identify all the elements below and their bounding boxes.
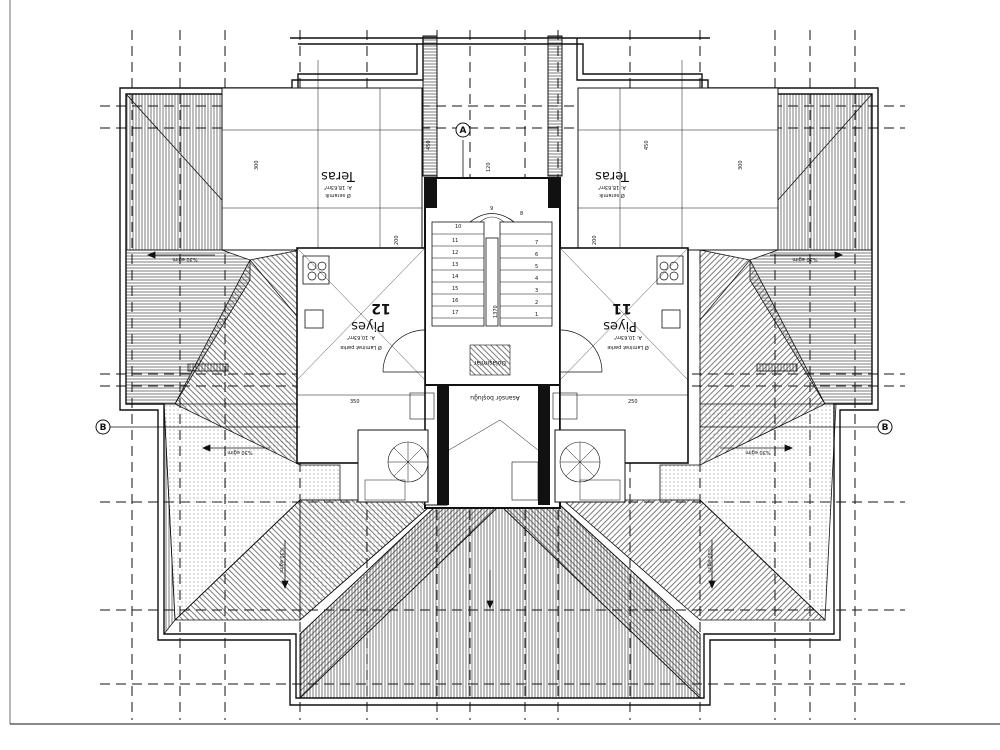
terrace-left-labels: Teras A: 18,63m² Ø seramik	[321, 168, 356, 199]
dim-door-left: 200	[394, 235, 400, 245]
flat-left-area: A: 10,63m²	[347, 334, 375, 340]
central-core	[424, 177, 561, 509]
slope-lower-left: %30 eğim	[227, 449, 252, 456]
flat-right	[552, 247, 798, 503]
step-13: 13	[452, 262, 458, 268]
dim-flat-right: 250	[628, 399, 638, 405]
axis-marker-right: B	[877, 419, 893, 435]
step-1: 1	[535, 312, 538, 318]
dim-wall-right: 450	[644, 140, 650, 150]
vertical-walls	[422, 35, 563, 177]
drawing-frame	[9, 0, 1000, 725]
axis-marker-left: B	[95, 419, 111, 435]
slope-lower-right: %30 eğim	[745, 449, 770, 456]
dimension-labels: 300 300 450 450 350 250 120 200 200 1370	[254, 140, 744, 405]
flat-right-labels: Piyes 11 A: 10,63m² Ø Laminat parke	[603, 300, 649, 351]
step-6: 6	[535, 252, 538, 258]
flat-right-area: A: 10,63m²	[614, 334, 642, 340]
dim-door-right: 200	[592, 235, 598, 245]
roof-slopes	[125, 93, 873, 699]
dim-wall-left: 450	[426, 140, 432, 150]
core-labels: Dolaşımlar Asansör boşluğu	[470, 359, 520, 401]
section-lines	[110, 140, 880, 428]
axis-marker-top: A	[455, 122, 471, 138]
terrace-right-floor: Ø seramik	[599, 192, 625, 199]
core-bottom-name: Asansör boşluğu	[470, 394, 520, 401]
step-14: 14	[452, 274, 458, 280]
core-top-name: Dolaşımlar	[473, 359, 506, 366]
terrace-left-name: Teras	[321, 168, 356, 183]
step-4: 4	[535, 276, 538, 282]
slope-right: %30 eğim	[792, 256, 817, 263]
step-5: 5	[535, 264, 538, 270]
step-7: 7	[535, 240, 538, 246]
flat-right-number: 11	[612, 300, 631, 316]
flat-left-floor: Ø Laminat parke	[340, 344, 382, 351]
slope-lower-mid-left: %30 eğim	[278, 547, 285, 572]
step-9: 9	[490, 206, 493, 212]
dim-core-top: 120	[486, 162, 492, 172]
step-10: 10	[455, 224, 461, 230]
stair-step-numbers: 1 2 3 4 5 6 7 8 9 10 11 12 13 14 15 16 1…	[452, 206, 538, 318]
roof-slope-labels: %30 eğim %30 eğim %30 eğim %30 eğim %30 …	[172, 256, 817, 573]
flat-left	[187, 247, 435, 503]
roof-slope-arrows	[146, 251, 844, 610]
slope-lower-mid-right: %30 eğim	[706, 547, 713, 572]
step-17: 17	[452, 310, 458, 316]
axis-label-right: B	[882, 423, 889, 433]
dim-terrace-right: 300	[738, 160, 744, 170]
flat-left-labels: Piyes 12 A: 10,63m² Ø Laminat parke	[340, 300, 391, 351]
dim-terrace-left: 300	[254, 160, 260, 170]
step-12: 12	[452, 250, 458, 256]
terrace-right	[577, 60, 779, 251]
flat-right-name: Piyes	[603, 318, 637, 333]
dim-flat-left: 350	[350, 399, 360, 405]
terrace-right-labels: Teras A: 18,63m² Ø seramik	[595, 168, 630, 199]
step-15: 15	[452, 286, 458, 292]
step-11: 11	[452, 238, 458, 244]
flat-left-number: 12	[371, 300, 390, 316]
terrace-right-name: Teras	[595, 168, 630, 183]
terrace-left-floor: Ø seramik	[325, 192, 351, 199]
terrace-right-area: A: 18,63m²	[598, 184, 626, 190]
flat-right-floor: Ø Laminat parke	[607, 344, 649, 351]
flat-left-name: Piyes	[351, 318, 385, 333]
terrace-left-area: A: 18,63m²	[324, 184, 352, 190]
terrace-left	[221, 60, 423, 251]
dim-stair: 1370	[493, 305, 499, 318]
axis-label-left: B	[100, 423, 107, 433]
axis-label-top: A	[460, 126, 467, 136]
step-2: 2	[535, 300, 538, 306]
step-3: 3	[535, 288, 538, 294]
step-16: 16	[452, 298, 458, 304]
slope-left: %30 eğim	[172, 256, 197, 263]
step-8: 8	[520, 211, 523, 217]
